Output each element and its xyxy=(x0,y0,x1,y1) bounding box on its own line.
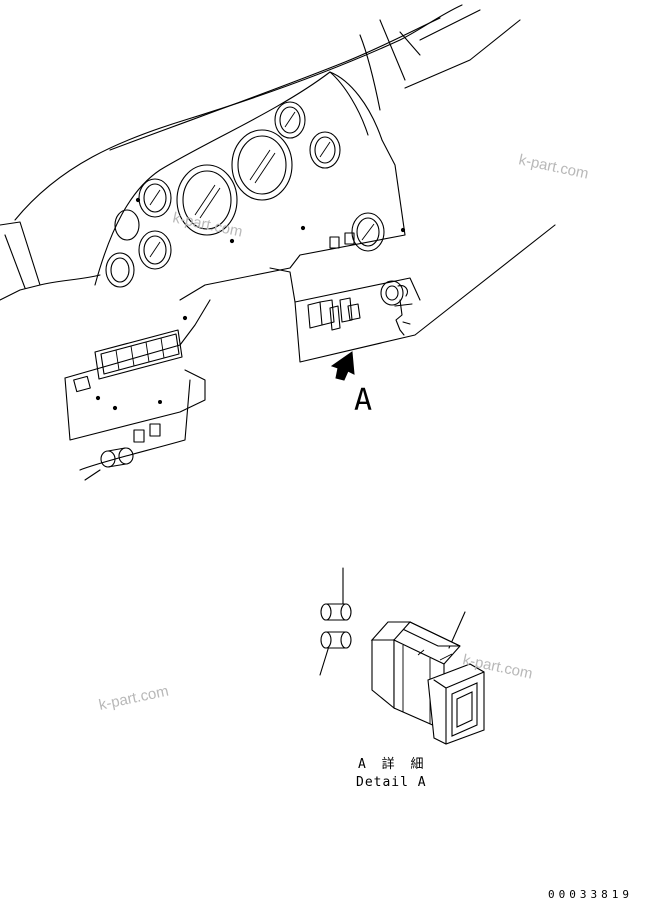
detail-caption-en: Detail A xyxy=(356,775,427,790)
callout-arrow xyxy=(332,352,354,380)
callout-letter: A xyxy=(354,383,372,418)
indicator-lamp-row xyxy=(95,330,182,379)
watermark: k-part.com xyxy=(517,151,590,182)
drawing-number: 00033819 xyxy=(548,888,633,901)
lens-cap xyxy=(321,604,351,620)
rocker-switch xyxy=(372,622,484,744)
detail-caption-jp: A 詳 細 xyxy=(358,756,427,772)
key-switch xyxy=(381,281,412,335)
watermark: k-part.com xyxy=(171,209,244,240)
rocker-switches-installed xyxy=(308,298,360,330)
dashboard-overview xyxy=(0,5,555,480)
cigar-lighter xyxy=(101,448,133,467)
detail-a-illustration xyxy=(320,568,484,744)
gauge-cluster xyxy=(106,102,405,287)
lens-cap xyxy=(321,632,351,648)
watermark: k-part.com xyxy=(97,683,170,714)
